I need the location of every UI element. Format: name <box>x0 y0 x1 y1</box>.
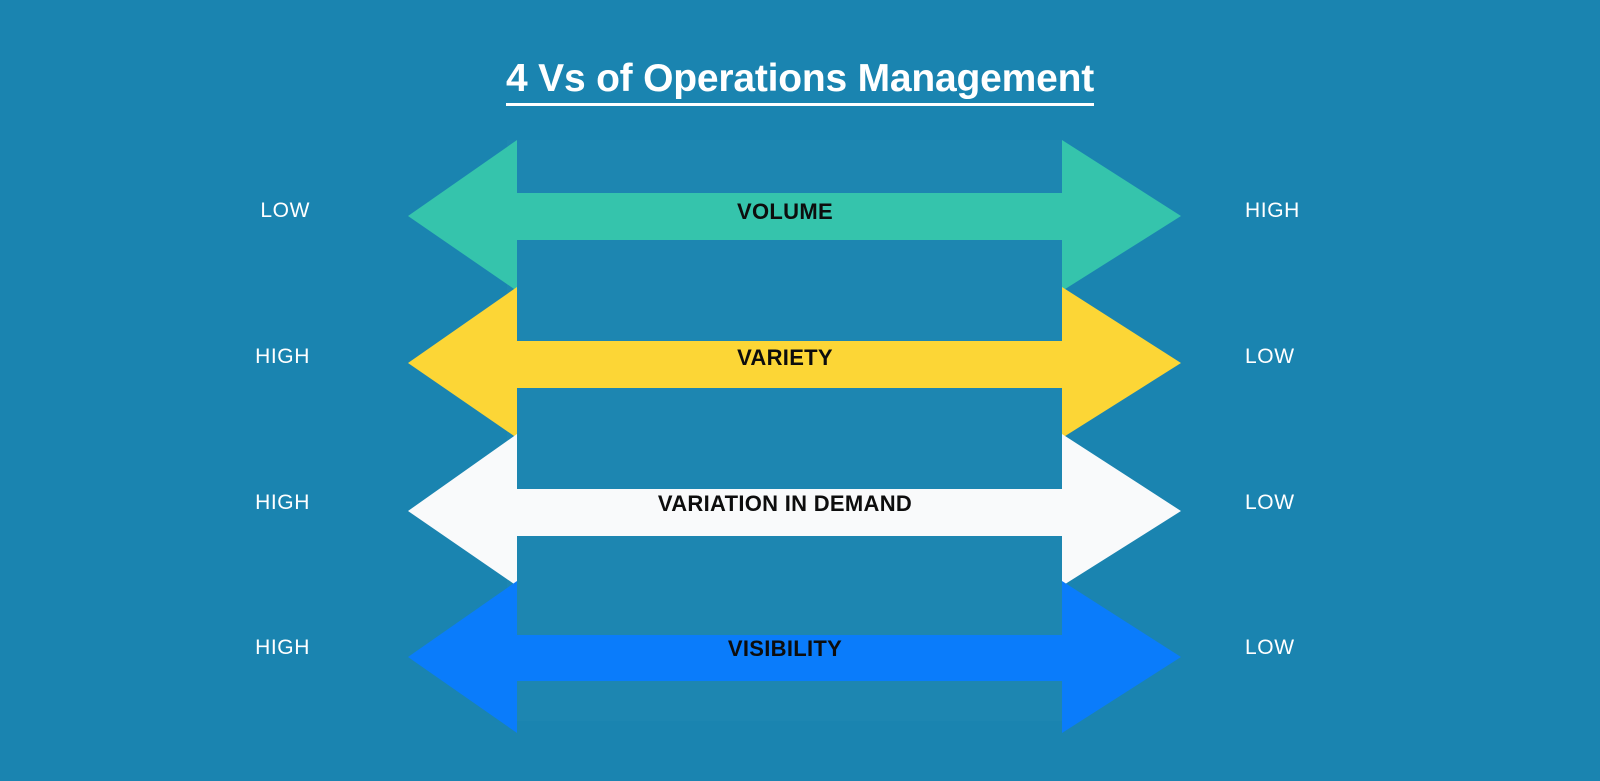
arrow-variety-shape <box>408 287 1181 438</box>
spine-block-3 <box>507 533 1062 635</box>
arrow-variation-in-demand-label: VARIATION IN DEMAND <box>657 491 913 516</box>
arrow-volume-label: VOLUME <box>737 199 833 224</box>
arrow-variety-label: VARIETY <box>737 345 833 370</box>
arrow-visibility-right-label: LOW <box>1245 636 1295 659</box>
arrow-variation-in-demand-left-label: HIGH <box>255 491 310 514</box>
spine-block-1 <box>507 237 1062 341</box>
page-title: 4 Vs of Operations Management <box>0 54 1600 106</box>
arrow-volume-left-label: LOW <box>260 199 310 222</box>
arrow-visibility-left-label: HIGH <box>255 636 310 659</box>
arrow-visibility-shape <box>408 581 1181 733</box>
spine-block-0 <box>507 140 1062 193</box>
arrow-variation-in-demand-shape <box>408 434 1181 586</box>
spine-block-4 <box>507 681 1062 721</box>
arrow-variety-left-label: HIGH <box>255 345 310 368</box>
page-title-text: 4 Vs of Operations Management <box>506 57 1094 106</box>
arrow-volume-right-label: HIGH <box>1245 199 1300 222</box>
arrow-variety-right-label: LOW <box>1245 345 1295 368</box>
arrow-volume-shape <box>408 140 1181 291</box>
arrow-visibility-label: VISIBILITY <box>727 636 843 661</box>
arrow-variation-in-demand-right-label: LOW <box>1245 491 1295 514</box>
spine-block-2 <box>507 383 1062 491</box>
